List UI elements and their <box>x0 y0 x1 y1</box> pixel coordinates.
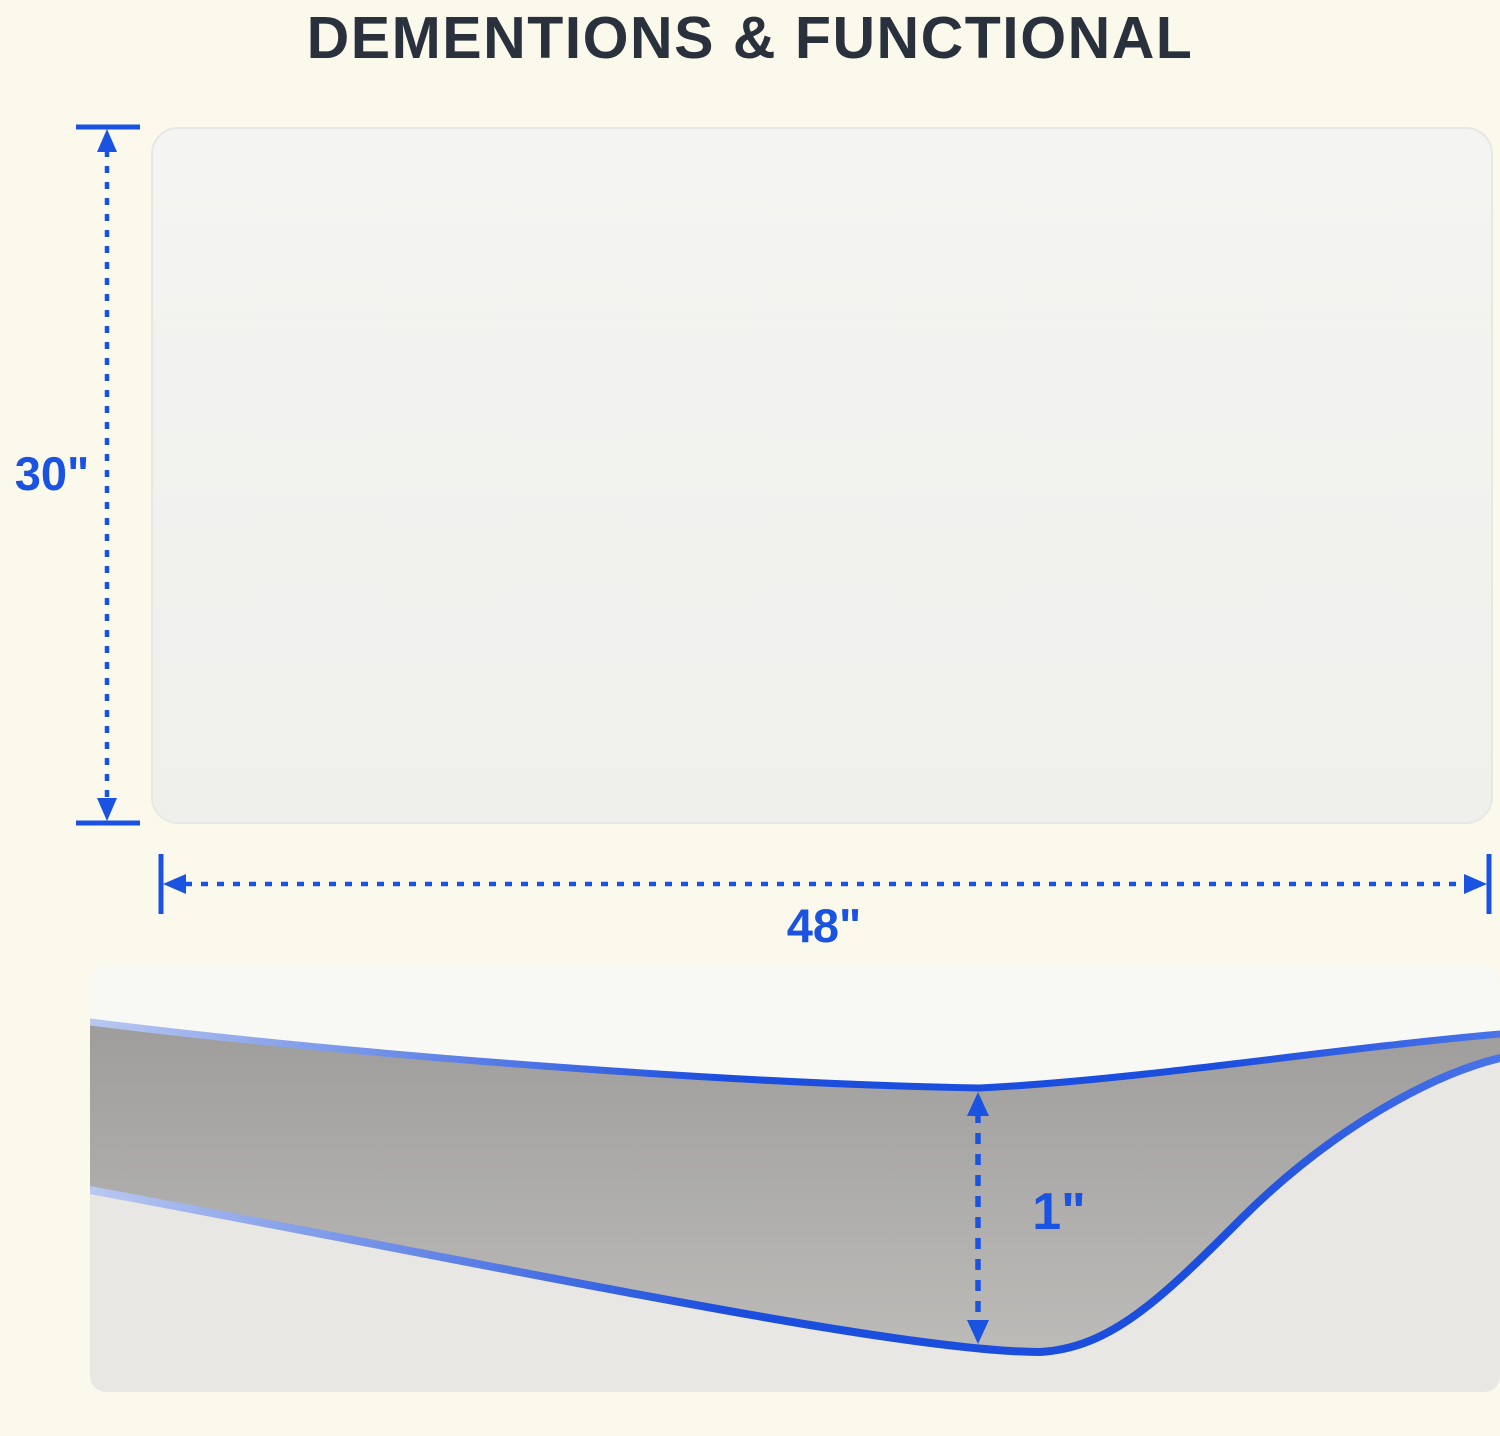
side-view-gray-face <box>90 1022 1500 1352</box>
arrow-left-icon <box>163 874 186 894</box>
arrow-up-icon <box>967 1092 989 1116</box>
arrow-up-icon <box>97 129 117 152</box>
arrow-down-icon <box>97 798 117 821</box>
arrow-right-icon <box>1464 874 1487 894</box>
height-dimension-line <box>76 124 140 826</box>
thickness-dimension-label: 1" <box>1032 1183 1086 1241</box>
side-view-upper-blue-edge <box>90 1018 1500 1092</box>
height-dimension-label: 30" <box>14 447 90 500</box>
width-dimension-line <box>158 854 1492 914</box>
width-dimension-label: 48" <box>786 899 862 952</box>
diagram-title: DEMENTIONS & FUNCTIONAL <box>306 5 1194 71</box>
top-view-mat <box>151 127 1493 824</box>
thickness-dimension-line <box>967 1092 989 1344</box>
arrow-down-icon <box>967 1320 989 1344</box>
side-view-mat <box>90 966 1500 1392</box>
side-view-lower-blue-edge <box>90 1054 1500 1357</box>
